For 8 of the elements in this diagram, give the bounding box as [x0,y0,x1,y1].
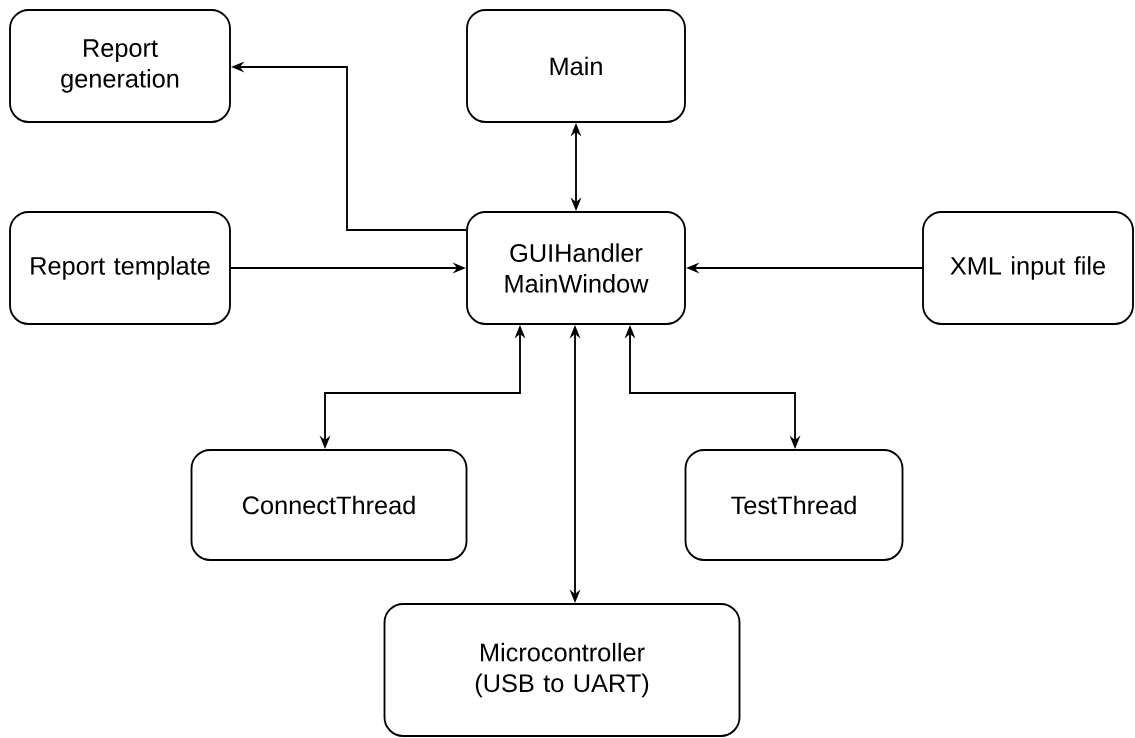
process-box: GUIHandler MainWindow [466,211,686,325]
process-box: Microcontroller (USB to UART) [383,603,741,737]
process-box: XML input file [922,211,1134,325]
process-box: Main [466,9,686,123]
process-box: Report generation [9,9,231,123]
process-box: Report template [9,211,231,325]
process-box: ConnectThread [190,449,468,561]
process-box: TestThread [684,449,904,561]
